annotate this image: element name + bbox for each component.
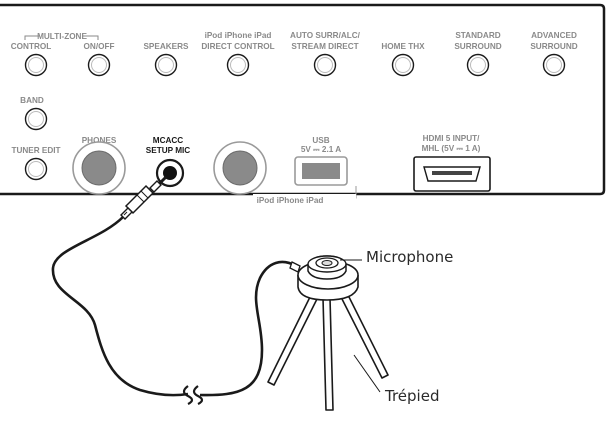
usb-spec-label: 5V ⎓ 2.1 A <box>301 145 341 154</box>
phones-jack-socket <box>81 150 117 186</box>
control-button-label: CONTROL <box>11 42 51 51</box>
band-button-label: BAND <box>20 96 44 105</box>
ipod-direct-label-2: DIRECT CONTROL <box>201 42 274 51</box>
ipod-label: iPod iPhone iPad <box>257 196 324 205</box>
multizone-header: MULTI-ZONE <box>37 32 87 41</box>
hdmi-label-2: MHL (5V ⎓ 1 A) <box>422 144 481 153</box>
mic-cable-to-mic <box>199 260 297 397</box>
mcacc-jack-socket <box>163 166 177 180</box>
mic-cable-break <box>182 385 204 405</box>
mic-plug <box>120 175 168 220</box>
tuner-edit-label: TUNER EDIT <box>11 146 60 155</box>
advanced-surround-label-1: ADVANCED <box>531 31 577 40</box>
usb-label: USB <box>312 136 329 145</box>
microphone <box>289 255 359 301</box>
hdmi-label-1: HDMI 5 INPUT/ <box>423 134 481 143</box>
multizone-bracket <box>24 35 99 40</box>
advanced-surround-label-2: SURROUND <box>530 42 577 51</box>
mic-cable <box>51 216 189 397</box>
receiver-front-panel <box>0 3 606 196</box>
standard-surround-label-2: SURROUND <box>454 42 501 51</box>
hdmi-port-pins <box>432 171 472 175</box>
tripod-callout: Trépied <box>384 387 439 405</box>
auto-surr-label-2: STREAM DIRECT <box>291 42 358 51</box>
speakers-button-label: SPEAKERS <box>143 42 189 51</box>
phones-label: PHONES <box>82 136 117 145</box>
ipod-connector-socket <box>222 150 258 186</box>
auto-surr-label-1: AUTO SURR/ALC/ <box>290 31 361 40</box>
mcacc-label-1: MCACC <box>153 136 184 145</box>
mcacc-label-2: SETUP MIC <box>146 146 191 155</box>
microphone-callout: Microphone <box>366 248 453 266</box>
ipod-direct-label-1: iPod iPhone iPad <box>205 31 272 40</box>
home-thx-label: HOME THX <box>381 42 425 51</box>
usb-port-slot <box>302 163 340 179</box>
standard-surround-label-1: STANDARD <box>455 31 500 40</box>
tripod-legs <box>267 294 389 411</box>
onoff-button-label: ON/OFF <box>84 42 115 51</box>
tripod-leader-line <box>353 354 381 393</box>
